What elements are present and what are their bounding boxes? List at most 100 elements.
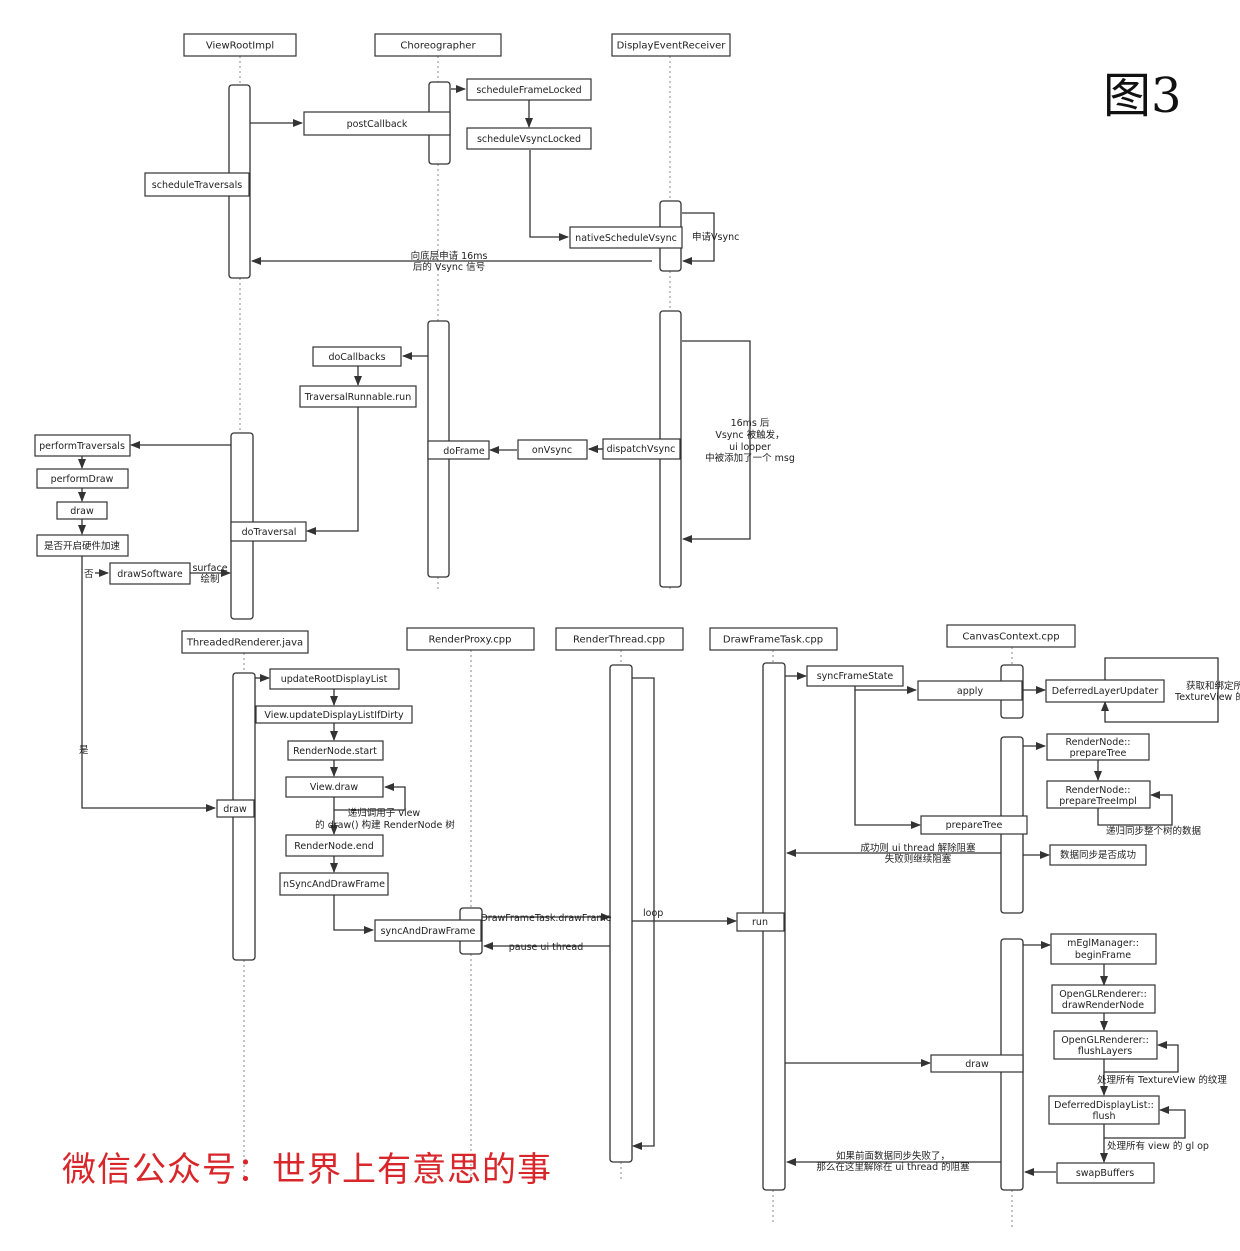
arrow xyxy=(333,895,374,934)
box-deferreddisplaylist-flush: DeferredDisplayList::flush xyxy=(1048,1095,1160,1125)
box-onvsync: onVsync xyxy=(517,439,588,460)
box-preparetree: prepareTree xyxy=(920,815,1028,835)
svg-text:CanvasContext.cpp: CanvasContext.cpp xyxy=(962,632,1059,643)
box-view-updatedisplaylistifdirty: View.updateDisplayListIfDirty xyxy=(255,705,413,724)
svg-text:syncAndDrawFrame: syncAndDrawFrame xyxy=(381,926,476,937)
box-swapbuffers: swapBuffers xyxy=(1056,1162,1155,1184)
svg-text:DeferredLayerUpdater: DeferredLayerUpdater xyxy=(1052,686,1159,697)
box-docallbacks: doCallbacks xyxy=(312,346,402,367)
box-run: run xyxy=(736,912,785,932)
svg-text:OpenGLRenderer::: OpenGLRenderer:: xyxy=(1061,1035,1149,1046)
annotation-request-vsync: 申请Vsync xyxy=(692,231,739,243)
box-draw: draw xyxy=(56,501,108,520)
svg-text:draw: draw xyxy=(223,804,247,815)
box-syncanddrawframe: syncAndDrawFrame xyxy=(374,919,482,942)
arrow xyxy=(529,150,569,241)
svg-text:prepareTree: prepareTree xyxy=(946,820,1003,831)
annotation-recurse-child-view: 的 draw() 构建 RenderNode 树 xyxy=(315,819,455,831)
annotation-ask-16ms: 向底层申请 16ms xyxy=(411,250,488,262)
svg-text:scheduleVsyncLocked: scheduleVsyncLocked xyxy=(477,134,581,145)
box-view-draw: View.draw xyxy=(285,776,384,798)
box-rendernode-start: RenderNode.start xyxy=(287,740,384,761)
annotation-sync-whole-tree: 递归同步整个树的数据 xyxy=(1106,825,1202,837)
lifeline-renderthread: RenderThread.cpp xyxy=(555,627,684,651)
arrow xyxy=(1103,1106,1186,1139)
annotation-vsync-triggered: 16ms 后 xyxy=(731,418,770,429)
arrow xyxy=(632,677,655,1150)
annotation-previous-fail: 如果前面数据同步失败了， xyxy=(836,1150,950,1162)
svg-text:drawRenderNode: drawRenderNode xyxy=(1062,1000,1144,1011)
annotation-recurse-child-view: 递归调用子 view xyxy=(348,807,421,819)
box-dotraversal: doTraversal xyxy=(230,521,307,542)
box-nativeschedulevsync: nativeScheduleVsync xyxy=(569,226,683,249)
annotation-no: 否 xyxy=(84,569,94,580)
annotation-loop: loop xyxy=(643,908,663,919)
svg-text:RenderNode::: RenderNode:: xyxy=(1065,785,1130,796)
annotation-surface: 绘制 xyxy=(200,573,219,585)
svg-text:doFrame: doFrame xyxy=(443,446,485,457)
arrow xyxy=(854,690,921,829)
lifeline-viewrootimpl: ViewRootImpl xyxy=(183,33,297,57)
box-scheduleframelocked: scheduleFrameLocked xyxy=(466,78,592,101)
svg-text:DeferredDisplayList::: DeferredDisplayList:: xyxy=(1054,1100,1154,1111)
svg-text:dispatchVsync: dispatchVsync xyxy=(607,444,676,455)
svg-text:TraversalRunnable.run: TraversalRunnable.run xyxy=(304,392,411,403)
svg-text:RenderThread.cpp: RenderThread.cpp xyxy=(573,635,665,646)
arrow xyxy=(81,556,216,812)
annotation-vsync-triggered: Vsync 被触发， xyxy=(715,429,784,441)
box-opengl-flushlayers: OpenGLRenderer::flushLayers xyxy=(1053,1030,1158,1060)
svg-text:flushLayers: flushLayers xyxy=(1078,1046,1132,1057)
svg-text:doTraversal: doTraversal xyxy=(242,527,297,538)
svg-text:DrawFrameTask.cpp: DrawFrameTask.cpp xyxy=(723,635,823,646)
svg-text:scheduleTraversals: scheduleTraversals xyxy=(152,180,242,191)
svg-text:beginFrame: beginFrame xyxy=(1075,950,1131,961)
annotation-bind-texture: 获取和绑定所 xyxy=(1186,680,1240,692)
box-apply: apply xyxy=(917,680,1023,701)
box-dispatchvsync: dispatchVsync xyxy=(602,438,681,460)
box-scheduletraversals: scheduleTraversals xyxy=(144,172,250,197)
box-deferredlayerupdater: DeferredLayerUpdater xyxy=(1045,679,1165,703)
box-traversalrunnable-run: TraversalRunnable.run xyxy=(299,385,417,408)
watermark: 微信公众号：世界上有意思的事 xyxy=(62,1150,552,1190)
svg-text:RenderNode::: RenderNode:: xyxy=(1065,737,1130,748)
svg-text:doCallbacks: doCallbacks xyxy=(328,352,385,363)
lifeline-drawframetask: DrawFrameTask.cpp xyxy=(709,627,838,651)
annotation-yes: 是 xyxy=(79,745,89,756)
svg-text:RenderProxy.cpp: RenderProxy.cpp xyxy=(429,635,512,646)
box-performtraversals: performTraversals xyxy=(34,434,131,457)
svg-text:draw: draw xyxy=(965,1059,989,1070)
svg-text:View.updateDisplayListIfDirty: View.updateDisplayListIfDirty xyxy=(264,710,404,721)
box-rendernode-end: RenderNode.end xyxy=(285,834,384,857)
svg-text:Choreographer: Choreographer xyxy=(400,41,476,52)
annotation-process-texture: 处理所有 TextureView 的纹理 xyxy=(1097,1074,1227,1086)
svg-text:draw: draw xyxy=(70,506,94,517)
arrow xyxy=(682,340,751,543)
annotation-vsync-triggered: ui looper xyxy=(729,442,771,453)
arrow xyxy=(306,407,359,535)
box-performdraw: performDraw xyxy=(36,468,129,489)
annotation-sync-success: 失败则继续阻塞 xyxy=(885,853,952,865)
box-nsyncanddrawframe: nSyncAndDrawFrame xyxy=(279,872,389,896)
activation-bar xyxy=(609,664,633,1163)
annotation-surface: surface xyxy=(192,563,227,574)
annotation-process-gl-op: 处理所有 view 的 gl op xyxy=(1107,1140,1209,1152)
svg-text:scheduleFrameLocked: scheduleFrameLocked xyxy=(476,85,581,96)
box-schedulevsynclocked: scheduleVsyncLocked xyxy=(466,127,592,150)
arrow xyxy=(1101,657,1219,723)
svg-text:OpenGLRenderer::: OpenGLRenderer:: xyxy=(1059,989,1147,1000)
svg-text:nSyncAndDrawFrame: nSyncAndDrawFrame xyxy=(283,879,385,890)
box-threaded-draw: draw xyxy=(216,799,255,818)
svg-text:数据同步是否成功: 数据同步是否成功 xyxy=(1060,849,1136,861)
annotation-ask-16ms: 后的 Vsync 信号 xyxy=(413,261,485,273)
box-postcallback: postCallback xyxy=(303,111,451,136)
svg-text:updateRootDisplayList: updateRootDisplayList xyxy=(281,674,388,685)
annotation-sync-success: 成功则 ui thread 解除阻塞 xyxy=(860,842,976,854)
annotation-drawframetask-drawframe: DrawFrameTask.drawFrame xyxy=(480,913,611,924)
svg-text:View.draw: View.draw xyxy=(310,782,358,793)
svg-text:是否开启硬件加速: 是否开启硬件加速 xyxy=(44,540,121,552)
box-updaterootdisplaylist: updateRootDisplayList xyxy=(269,668,400,690)
svg-text:run: run xyxy=(752,917,768,928)
annotation-pause-ui-thread: pause ui thread xyxy=(509,942,584,953)
figure-label: 图3 xyxy=(1103,68,1182,124)
